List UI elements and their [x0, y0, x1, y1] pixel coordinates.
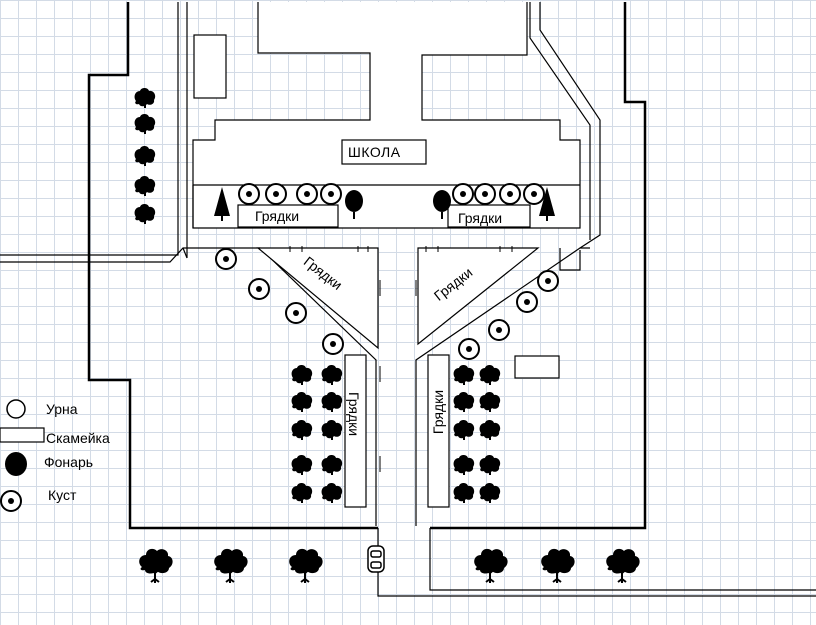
shrub-grid-left	[290, 364, 344, 504]
entrance-road	[377, 528, 816, 597]
annex-building	[193, 34, 227, 99]
car-icon	[367, 545, 385, 573]
lamp-icon	[5, 452, 27, 476]
school-sign	[341, 139, 427, 165]
bed-label-top-right: Грядки	[458, 210, 503, 226]
tree-column-left	[133, 87, 157, 225]
bush-icon	[0, 490, 22, 512]
bed-label-long-right: Грядки	[430, 389, 447, 435]
tree-row-bottom	[138, 547, 641, 584]
bench	[0, 355, 560, 443]
walkways	[0, 2, 601, 526]
bed-triangles	[256, 247, 540, 350]
legend-lamp-label: Фонарь	[44, 454, 94, 470]
legend-bush-label: Куст	[48, 487, 77, 503]
school-building	[192, 2, 581, 229]
bench-markers	[289, 246, 513, 472]
shrub-grid-right	[452, 364, 502, 504]
site-boundary	[87, 2, 647, 530]
legend-urn-label: Урна	[46, 401, 78, 417]
urn-icon	[6, 399, 26, 419]
bed-label-long-left: Грядки	[346, 391, 363, 437]
school-label: ШКОЛА	[348, 144, 401, 160]
bed-label-top-left: Грядки	[255, 208, 300, 224]
legend-bench-label: Скамейка	[46, 430, 110, 446]
bed-rectangles	[237, 204, 531, 508]
legend-symbols	[0, 399, 27, 512]
